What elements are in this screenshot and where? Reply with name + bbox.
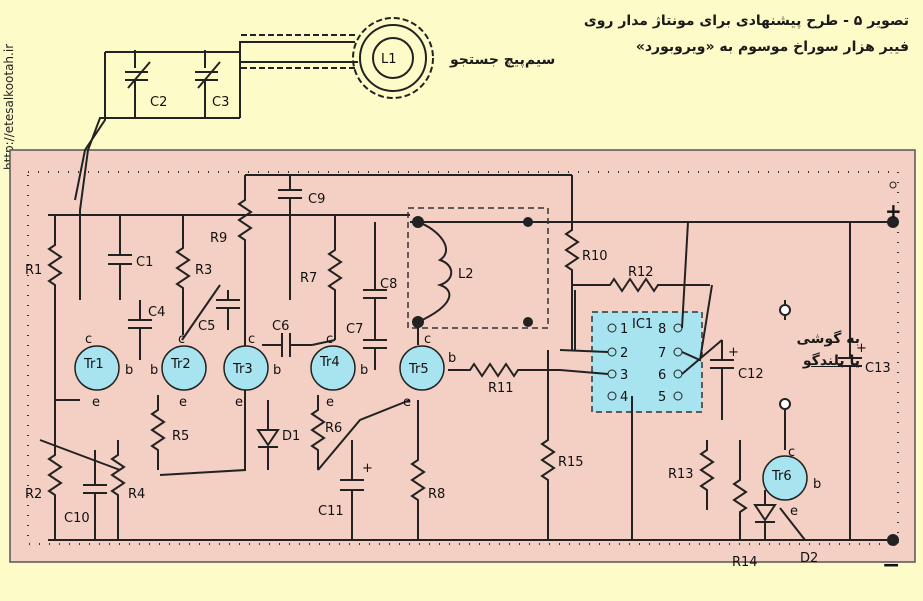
tr5-collector: c xyxy=(424,332,431,347)
label-d2: D2 xyxy=(800,551,818,566)
tr6-emitter: e xyxy=(790,504,798,519)
label-r1: R1 xyxy=(25,263,42,278)
label-c11: C11 xyxy=(318,504,344,519)
label-r9: R9 xyxy=(210,231,227,246)
label-c7: C7 xyxy=(346,322,363,337)
ic-pin-1: 1 xyxy=(620,322,628,337)
capacitors: C1 C4 C5 C6 C7 C8 C9 C10 + C11 + C12 + C… xyxy=(64,175,891,540)
search-coil-l1: L1 xyxy=(239,17,434,118)
diodes: D1 D2 xyxy=(256,400,818,566)
ic-pin-8: 8 xyxy=(658,322,666,337)
transistor-tr4: Tr4 c b e xyxy=(310,332,368,410)
tr5-base: b xyxy=(448,351,456,366)
label-c12: C12 xyxy=(738,367,764,382)
power-rails: + − xyxy=(48,174,902,578)
caption-line-1: تصویر ۵ - طرح پیشنهادی برای مونتاژ مدار … xyxy=(583,13,909,29)
ic-pin-3: 3 xyxy=(620,368,628,383)
label-r6: R6 xyxy=(325,421,342,436)
label-r14: R14 xyxy=(732,555,758,570)
transistor-tr2: Tr2 c b e xyxy=(150,332,207,410)
label-r15: R15 xyxy=(558,455,584,470)
output-label: به گوشی یا بلندگو xyxy=(760,328,860,372)
label-r2: R2 xyxy=(25,487,42,502)
tr1-label: Tr1 xyxy=(83,357,104,372)
label-c8: C8 xyxy=(380,277,397,292)
label-c5: C5 xyxy=(198,319,215,334)
transistors: Tr1 c b e Tr2 c b e Tr3 c b e Tr4 c b e xyxy=(74,332,821,519)
tr4-label: Tr4 xyxy=(319,355,340,370)
label-ic1: IC1 xyxy=(632,317,653,332)
label-c13: C13 xyxy=(865,361,891,376)
tr6-base: b xyxy=(813,477,821,492)
plus-terminal-label: + xyxy=(885,199,902,223)
label-r13: R13 xyxy=(668,467,694,482)
minus-terminal-label: − xyxy=(882,553,900,578)
tr5-emitter: e xyxy=(403,395,411,410)
tr4-collector: c xyxy=(326,332,333,347)
transistor-tr1: Tr1 c b e xyxy=(74,332,133,410)
transistor-tr5: Tr5 c b e xyxy=(399,332,456,410)
label-c4: C4 xyxy=(148,305,165,320)
tr1-collector: c xyxy=(85,332,92,347)
tr4-base: b xyxy=(360,363,368,378)
tuning-capacitors: C2 C3 xyxy=(74,50,240,300)
tr2-emitter: e xyxy=(179,395,187,410)
ic1-chip: IC1 1 2 3 4 5 6 7 8 xyxy=(559,221,723,540)
label-r4: R4 xyxy=(128,487,145,502)
label-r8: R8 xyxy=(428,487,445,502)
label-r10: R10 xyxy=(582,249,608,264)
tr1-base: b xyxy=(125,363,133,378)
label-c10: C10 xyxy=(64,511,90,526)
tr2-base: b xyxy=(150,363,158,378)
ic-pin-6: 6 xyxy=(658,368,666,383)
label-c1: C1 xyxy=(136,255,153,270)
output-label-line-1: به گوشی xyxy=(796,331,860,347)
tr2-label: Tr2 xyxy=(170,357,191,372)
ic-pin-4: 4 xyxy=(620,390,628,405)
label-c6: C6 xyxy=(272,319,289,334)
label-r5: R5 xyxy=(172,429,189,444)
label-r3: R3 xyxy=(195,263,212,278)
figure-caption: تصویر ۵ - طرح پیشنهادی برای مونتاژ مدار … xyxy=(549,8,909,60)
label-l2: L2 xyxy=(458,267,474,282)
label-d1: D1 xyxy=(282,429,300,444)
ic-pin-5: 5 xyxy=(658,390,666,405)
tr3-label: Tr3 xyxy=(232,362,253,377)
search-coil-label: سیم‌پیچ جستجو xyxy=(450,52,556,68)
label-c3: C3 xyxy=(212,95,229,110)
label-c13-plus: + xyxy=(856,341,867,356)
resistors: R1 R2 R3 R4 R5 R6 R7 R8 R9 R10 R11 R12 R… xyxy=(25,175,758,570)
label-l1: L1 xyxy=(381,52,397,67)
tr3-emitter: e xyxy=(235,395,243,410)
output-label-line-2: یا بلندگو xyxy=(802,353,860,369)
inductor-l2: L2 xyxy=(407,207,549,329)
tr5-label: Tr5 xyxy=(408,362,429,377)
transistor-tr6: Tr6 c b e xyxy=(762,445,821,519)
ic-pin-7: 7 xyxy=(658,346,666,361)
transistor-tr3: Tr3 c b e xyxy=(223,332,281,410)
tr6-collector: c xyxy=(788,445,795,460)
label-r11: R11 xyxy=(488,381,514,396)
label-c12-plus: + xyxy=(728,345,739,360)
label-r7: R7 xyxy=(300,271,317,286)
tr1-emitter: e xyxy=(92,395,100,410)
tr3-collector: c xyxy=(248,332,255,347)
label-c11-plus: + xyxy=(362,461,373,476)
ic-pin-2: 2 xyxy=(620,346,628,361)
label-r12: R12 xyxy=(628,265,654,280)
label-c9: C9 xyxy=(308,192,325,207)
interconnect-wires xyxy=(39,284,791,476)
tr2-collector: c xyxy=(178,332,185,347)
tr6-label: Tr6 xyxy=(771,469,792,484)
label-c2: C2 xyxy=(150,95,167,110)
tr4-emitter: e xyxy=(326,395,334,410)
caption-line-2: فیبر هزار سوراخ موسوم به «ویروبورد» xyxy=(635,39,909,55)
tr3-base: b xyxy=(273,363,281,378)
